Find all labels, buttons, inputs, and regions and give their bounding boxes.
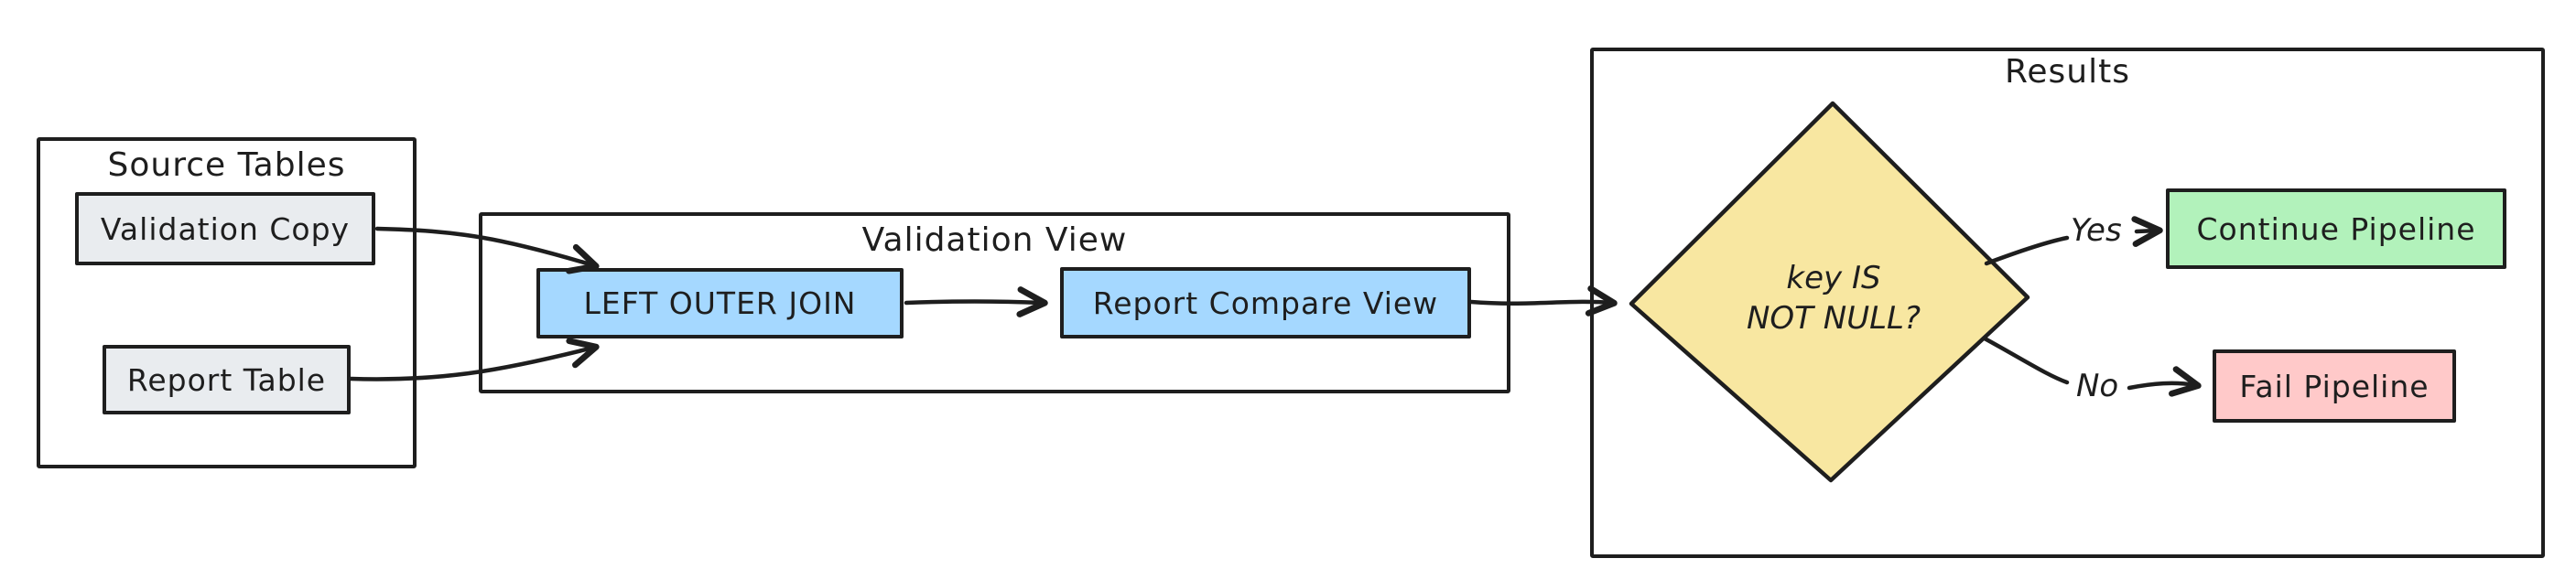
decision-label-line1: key IS bbox=[1786, 260, 1881, 296]
node-left-outer-join: LEFT OUTER JOIN bbox=[536, 268, 904, 338]
node-fail-pipeline-label: Fail Pipeline bbox=[2239, 368, 2430, 404]
validation-view-title: Validation View bbox=[861, 221, 1128, 259]
node-validation-copy-label: Validation Copy bbox=[100, 210, 351, 247]
results-title: Results bbox=[2005, 53, 2130, 91]
node-left-outer-join-label: LEFT OUTER JOIN bbox=[583, 285, 857, 321]
node-report-compare-view-label: Report Compare View bbox=[1092, 285, 1439, 321]
node-report-table-label: Report Table bbox=[126, 361, 327, 398]
yes-branch-label: Yes bbox=[2071, 212, 2122, 249]
decision-label-line2: NOT NULL? bbox=[1746, 300, 1921, 337]
no-branch-label: No bbox=[2076, 368, 2119, 404]
node-report-compare-view: Report Compare View bbox=[1060, 267, 1471, 338]
source-tables-title: Source Tables bbox=[107, 146, 346, 184]
node-validation-copy: Validation Copy bbox=[75, 192, 375, 265]
node-report-table: Report Table bbox=[103, 345, 351, 414]
decision-label: key IS NOT NULL? bbox=[1683, 258, 1985, 338]
node-continue-pipeline: Continue Pipeline bbox=[2166, 188, 2506, 269]
source-tables-container bbox=[37, 137, 417, 468]
node-continue-pipeline-label: Continue Pipeline bbox=[2196, 210, 2476, 247]
node-fail-pipeline: Fail Pipeline bbox=[2213, 349, 2456, 423]
